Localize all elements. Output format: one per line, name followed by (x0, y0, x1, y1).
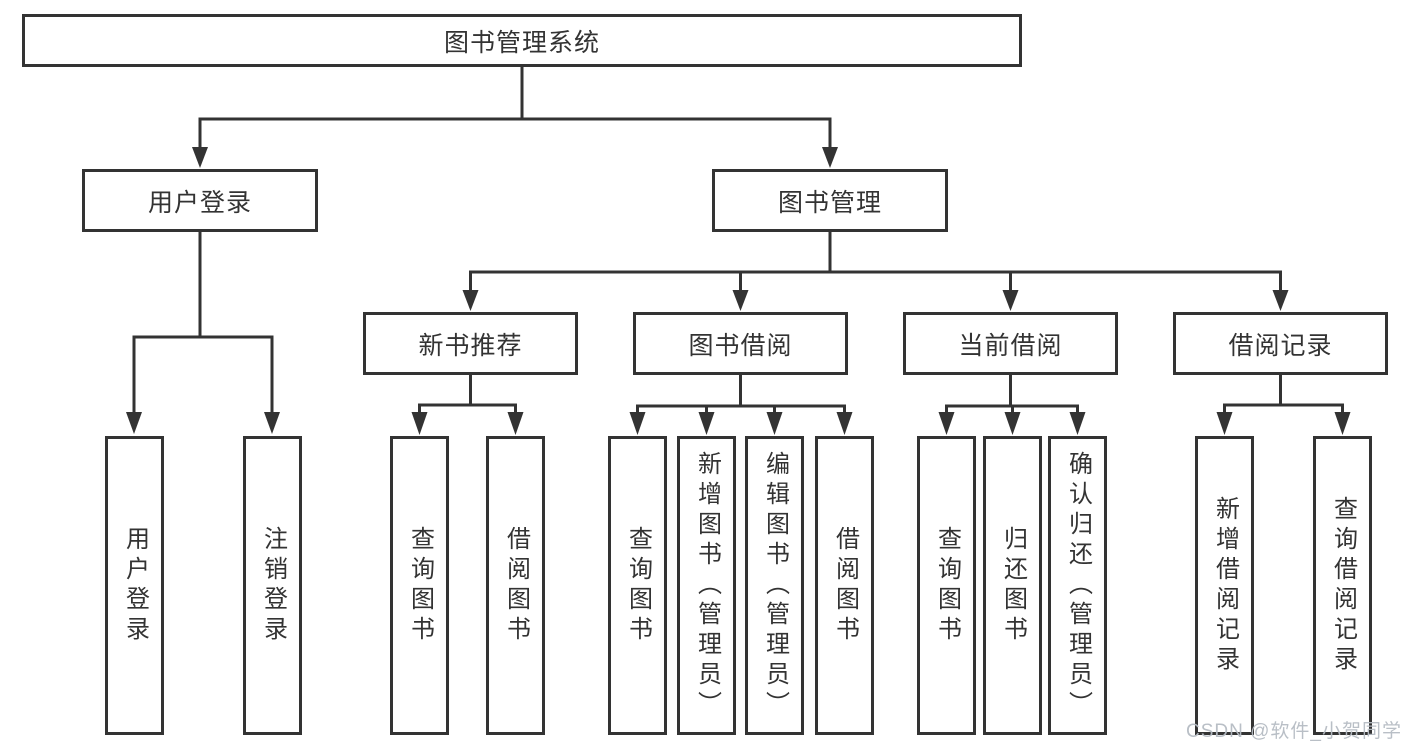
node-book-management: 图书管理 (712, 169, 948, 232)
node-root: 图书管理系统 (22, 14, 1022, 67)
leaf-cb-confirm-return-admin-label: 确认归还（管理员） (1064, 450, 1092, 721)
arrowhead (462, 290, 479, 311)
leaf-cb-confirm-return-admin: 确认归还（管理员） (1048, 436, 1107, 735)
leaf-user-login-label: 用户登录 (121, 525, 149, 646)
arrowhead (192, 147, 208, 168)
arrowhead (411, 412, 428, 435)
leaf-br-query-record-label: 查询借阅记录 (1329, 495, 1357, 676)
leaf-nb-borrow-books-label: 借阅图书 (502, 525, 530, 646)
leaf-cb-return-books-label: 归还图书 (999, 525, 1027, 646)
leaf-bb-add-books-admin: 新增图书（管理员） (677, 436, 736, 735)
arrowhead (1272, 290, 1289, 311)
arrowhead (938, 412, 955, 435)
leaf-nb-borrow-books: 借阅图书 (486, 436, 545, 735)
leaf-bb-borrow-books-label: 借阅图书 (831, 525, 859, 646)
node-new-book-recommend-label: 新书推荐 (418, 331, 523, 360)
leaf-br-add-record-label: 新增借阅记录 (1211, 495, 1239, 676)
leaf-logout-label: 注销登录 (259, 525, 287, 646)
arrowhead (629, 412, 646, 435)
arrowhead (766, 412, 783, 435)
arrowhead (126, 412, 142, 434)
node-borrowing-records: 借阅记录 (1173, 312, 1388, 375)
arrowhead (732, 290, 749, 311)
arrowheads (126, 147, 1351, 435)
leaf-bb-query-books: 查询图书 (608, 436, 667, 735)
arrowhead (836, 412, 853, 435)
arrowhead (1004, 412, 1021, 435)
watermark: CSDN @软件_小贺同学 (1186, 721, 1402, 742)
node-user-login-label: 用户登录 (147, 188, 252, 217)
node-user-login: 用户登录 (82, 169, 318, 232)
arrowhead (1002, 290, 1019, 311)
leaf-bb-edit-books-admin-label: 编辑图书（管理员） (761, 450, 789, 721)
node-root-label: 图书管理系统 (443, 28, 600, 57)
node-borrowing-records-label: 借阅记录 (1228, 331, 1333, 360)
leaf-cb-return-books: 归还图书 (983, 436, 1042, 735)
leaf-bb-borrow-books: 借阅图书 (815, 436, 874, 735)
arrowhead (1069, 412, 1086, 435)
arrowhead (507, 412, 524, 435)
leaf-bb-edit-books-admin: 编辑图书（管理员） (745, 436, 804, 735)
arrowhead (822, 147, 838, 168)
node-current-borrowing: 当前借阅 (903, 312, 1118, 375)
leaf-bb-query-books-label: 查询图书 (624, 525, 652, 646)
node-book-management-label: 图书管理 (777, 188, 882, 217)
leaf-nb-query-books-label: 查询图书 (406, 525, 434, 646)
leaf-br-query-record: 查询借阅记录 (1313, 436, 1372, 735)
leaf-cb-query-books: 查询图书 (917, 436, 976, 735)
leaf-br-add-record: 新增借阅记录 (1195, 436, 1254, 735)
leaf-logout: 注销登录 (243, 436, 302, 735)
leaf-cb-query-books-label: 查询图书 (933, 525, 961, 646)
leaf-bb-add-books-admin-label: 新增图书（管理员） (693, 450, 721, 721)
arrowhead (1334, 412, 1351, 435)
arrowhead (264, 412, 280, 434)
node-current-borrowing-label: 当前借阅 (958, 331, 1063, 360)
node-new-book-recommend: 新书推荐 (363, 312, 578, 375)
node-book-borrowing-label: 图书借阅 (688, 331, 793, 360)
arrowhead (698, 412, 715, 435)
leaf-nb-query-books: 查询图书 (390, 436, 449, 735)
node-book-borrowing: 图书借阅 (633, 312, 848, 375)
arrowhead (1216, 412, 1233, 435)
leaf-user-login: 用户登录 (105, 436, 164, 735)
connector-stems (132, 67, 1344, 414)
